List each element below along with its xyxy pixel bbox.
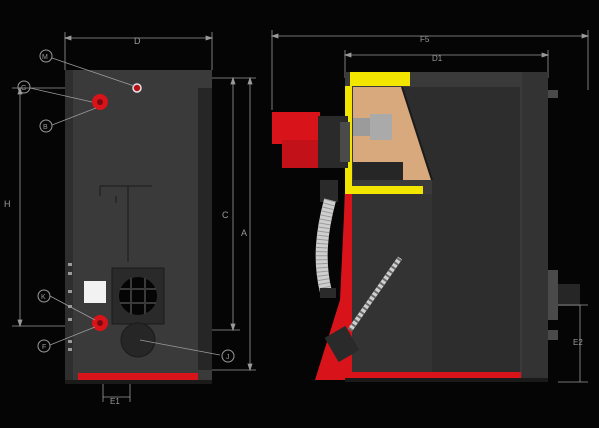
heat-exchanger bbox=[402, 87, 520, 380]
side-view: F5 D1 bbox=[270, 30, 590, 383]
top-insulation bbox=[350, 72, 410, 86]
flue-outlet bbox=[119, 277, 157, 315]
hopper-wall bbox=[352, 194, 432, 380]
chamber-floor bbox=[353, 162, 403, 180]
burner-housing-lower bbox=[282, 140, 318, 168]
bottom-dimension bbox=[102, 384, 131, 402]
svg-text:G: G bbox=[21, 85, 26, 92]
return-connector-hole bbox=[97, 99, 103, 105]
svg-text:M: M bbox=[42, 54, 48, 61]
baffle-line bbox=[401, 86, 433, 181]
burner-housing bbox=[272, 112, 320, 144]
flue-grid bbox=[120, 278, 156, 314]
dim-label-left-height: H bbox=[4, 199, 11, 209]
feed-connector bbox=[320, 180, 338, 202]
boiler-left-edge bbox=[65, 70, 73, 380]
callout-m: M bbox=[39, 49, 53, 63]
callout-f: F bbox=[37, 339, 51, 353]
rating-plate bbox=[84, 281, 106, 303]
cleaning-opening bbox=[120, 322, 156, 358]
callout-j: J bbox=[221, 349, 235, 363]
lower-insulation bbox=[345, 186, 423, 194]
flow-connector-hole bbox=[97, 320, 103, 326]
burner-deflector bbox=[370, 114, 392, 140]
auger-motor bbox=[324, 325, 360, 363]
flue-height-dimension bbox=[558, 304, 588, 383]
dim-label-inner-height: C bbox=[222, 210, 229, 220]
svg-text:K: K bbox=[41, 294, 46, 301]
feed-hose bbox=[315, 198, 336, 294]
dim-label-width: D bbox=[134, 36, 141, 46]
rear-connectors bbox=[548, 90, 580, 340]
auger-shaft bbox=[347, 256, 403, 332]
rear-panel-strip bbox=[522, 72, 548, 382]
svg-text:F: F bbox=[42, 344, 46, 351]
dim-label-outer-height: A bbox=[241, 228, 247, 238]
base-red-strip bbox=[78, 373, 198, 384]
dim-label-flue-height: E2 bbox=[573, 338, 583, 347]
svg-text:B: B bbox=[43, 124, 48, 131]
side-base-red bbox=[345, 372, 521, 382]
callout-g: G bbox=[17, 80, 31, 94]
back-panel-lines bbox=[99, 185, 152, 262]
right-height-dimensions bbox=[212, 76, 256, 372]
dim-label-bottom: E1 bbox=[110, 397, 120, 406]
top-connector bbox=[132, 83, 142, 93]
callout-b: B bbox=[39, 119, 53, 133]
feed-hose-end bbox=[320, 288, 336, 298]
width-dimension bbox=[63, 32, 214, 70]
burner-flange bbox=[340, 122, 350, 162]
depth-dimensions bbox=[270, 30, 590, 110]
boiler-side-shadow bbox=[198, 88, 212, 370]
base-dark-strip bbox=[65, 380, 212, 384]
back-view: D H C A bbox=[4, 32, 256, 406]
combustion-chamber bbox=[353, 87, 432, 180]
dim-label-overall-depth: F5 bbox=[420, 35, 430, 44]
side-base-dark bbox=[345, 378, 548, 382]
svg-text:J: J bbox=[226, 354, 230, 361]
dim-label-body-depth: D1 bbox=[432, 54, 443, 63]
callout-k: K bbox=[37, 289, 51, 303]
callout-leaders bbox=[29, 57, 221, 356]
